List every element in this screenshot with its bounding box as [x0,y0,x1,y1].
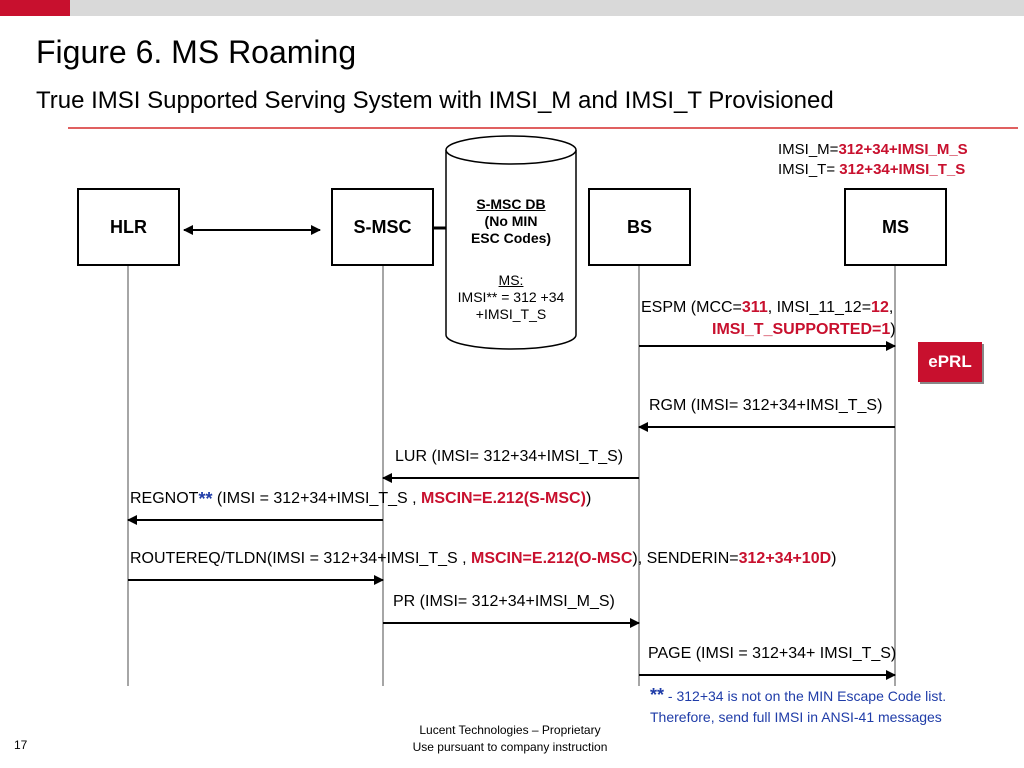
espm-text-2: , IMSI_11_12= [767,299,872,316]
regnot-text-2: (IMSI = 312+34+IMSI_T_S , [212,490,422,507]
routereq-text-2: ), SENDERIN= [632,550,739,567]
db-imsi-line1: IMSI** = 312 +34 [457,289,565,305]
espm-text-3: , [888,299,894,316]
imsi-t-label: IMSI_T= [778,161,840,178]
hlr-node: HLR [77,188,180,266]
top-accent-bar [0,0,70,16]
imsi-m-value: 312+34+IMSI_M_S [838,141,968,158]
page-title: Figure 6. MS Roaming [36,34,357,70]
regnot-mscin-value: MSCIN=E.212(S-MSC) [421,490,586,507]
regnot-footnote-mark: ** [198,489,213,509]
footer-line1: Lucent Technologies – Proprietary [419,723,601,737]
db-imsi-line2: +IMSI_T_S [475,306,547,322]
footnote-text: - 312+34 is not on the MIN Escape Code l… [650,688,947,725]
espm-label-line2: IMSI_T_SUPPORTED=1) [712,320,896,340]
db-ms-entry: MS: IMSI** = 312 +34 +IMSI_T_S [446,272,576,323]
database-cylinder [445,135,577,350]
rgm-label: RGM (IMSI= 312+34+IMSI_T_S) [649,397,883,414]
lur-label: LUR (IMSI= 312+34+IMSI_T_S) [395,448,624,465]
footnote-mark: ** [650,685,665,705]
espm-imsi-t-supported: IMSI_T_SUPPORTED=1 [712,321,891,338]
espm-text-1: ESPM (MCC= [641,299,742,316]
smsc-node: S-MSC [331,188,434,266]
imsi-m-label: IMSI_M= [778,141,839,158]
db-title-line2: (No MIN [484,213,538,229]
imsi-t-provision: IMSI_T= 312+34+IMSI_T_S [778,160,965,180]
db-title: S-MSC DB (No MIN ESC Codes) [446,196,576,247]
imsi-t-value: 312+34+IMSI_T_S [839,161,966,178]
footer-line2: Use pursuant to company instruction [412,740,608,754]
bs-node: BS [588,188,691,266]
espm-label: ESPM (MCC=311, IMSI_11_12=12, [641,298,893,318]
footer: Lucent Technologies – Proprietary Use pu… [300,722,720,756]
regnot-label: REGNOT** (IMSI = 312+34+IMSI_T_S , MSCIN… [130,489,591,509]
espm-imsi1112-value: 12 [871,299,889,316]
routereq-label: ROUTEREQ/TLDN(IMSI = 312+34+IMSI_T_S , M… [130,549,836,569]
imsi-m-provision: IMSI_M=312+34+IMSI_M_S [778,140,968,160]
page-subtitle: True IMSI Supported Serving System with … [36,87,834,114]
db-title-line1: S-MSC DB [476,196,546,212]
footnote: ** - 312+34 is not on the MIN Escape Cod… [650,685,1010,728]
page-number: 17 [14,738,28,752]
routereq-senderin-value: 312+34+10D [738,550,832,567]
ms-node: MS [844,188,947,266]
title-divider [68,127,1018,129]
eprl-badge: ePRL [918,342,982,382]
db-title-line3: ESC Codes) [470,230,552,246]
routereq-mscin-value: MSCIN=E.212(O-MSC [471,550,633,567]
regnot-text-1: REGNOT [130,490,199,507]
pr-label: PR (IMSI= 312+34+IMSI_M_S) [393,593,615,610]
espm-mcc-value: 311 [741,299,768,316]
page-label: PAGE (IMSI = 312+34+ IMSI_T_S) [648,645,897,662]
db-ms-label: MS: [498,272,524,288]
regnot-text-3: ) [585,490,592,507]
top-grey-bar [70,0,1024,16]
routereq-text-3: ) [831,550,837,567]
routereq-text-1: ROUTEREQ/TLDN(IMSI = 312+34+IMSI_T_S , [130,550,471,567]
espm-text-4: ) [890,321,896,338]
